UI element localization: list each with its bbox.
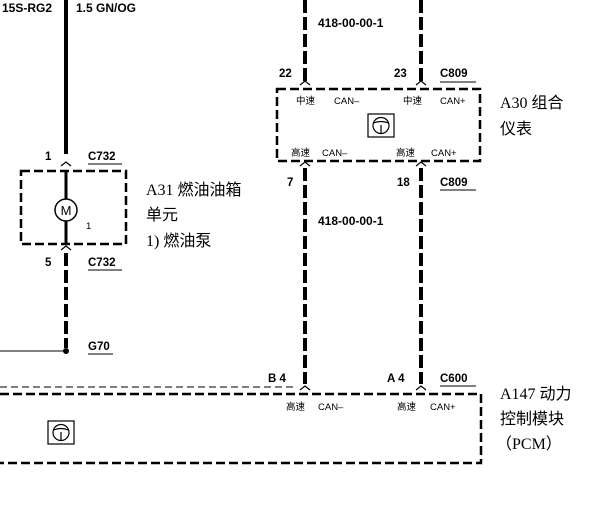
a147-label-left-can: CAN– [318, 402, 344, 413]
a30-pin-top-right: 23 [394, 68, 407, 80]
a31-name-line1: A31 燃油油箱 [146, 181, 242, 199]
a31-name-line2: 单元 [146, 206, 178, 224]
a30-label-bottom-left-speed: 高速 [291, 147, 311, 159]
module-a31: 1 C732 M 1 5 C732 A31 燃油油箱 单元 1) 燃油泵 [19, 151, 242, 271]
wire-group-label-lower: 418-00-00-1 [318, 214, 384, 228]
can-wires-upper: 418-00-00-1 [303, 0, 423, 83]
a147-pin-left: B 4 [268, 373, 287, 385]
can-wires-lower: 418-00-00-1 [303, 168, 423, 384]
motor-symbol: M [61, 203, 72, 218]
module-a30: 22 23 C809 中速 CAN– 中速 CAN+ 高速 CAN– 高速 CA… [275, 68, 564, 191]
ground-label: G70 [88, 341, 110, 353]
a31-name-line3: 1) 燃油泵 [146, 232, 211, 250]
a147-pin-right: A 4 [387, 373, 405, 385]
a31-pin-bottom: 5 [45, 257, 52, 269]
steering-wheel-icon [367, 113, 395, 138]
a30-label-top-right-can: CAN+ [440, 96, 466, 107]
a30-label-bottom-right-speed: 高速 [396, 147, 416, 159]
wire-color-label: 1.5 GN/OG [76, 1, 136, 15]
a31-pin-top: 1 [45, 151, 52, 163]
a147-module-box [0, 392, 483, 465]
a30-label-bottom-right-can: CAN+ [431, 148, 457, 159]
a30-label-top-left-speed: 中速 [296, 95, 316, 107]
a31-connector-top: C732 [88, 151, 116, 163]
a147-connector: C600 [440, 373, 468, 385]
wire-group-label-upper: 418-00-00-1 [318, 16, 384, 30]
a147-label-right-speed: 高速 [397, 401, 417, 413]
a30-connector-top: C809 [440, 68, 468, 80]
a147-label-left-speed: 高速 [286, 401, 306, 413]
a147-name-line3: （PCM） [496, 435, 562, 453]
a31-module-box [19, 169, 128, 246]
steering-wheel-icon [47, 420, 75, 445]
a30-label-top-left-can: CAN– [334, 96, 360, 107]
a147-name-line1: A147 动力 [500, 385, 572, 403]
a31-inner-mark: 1 [86, 221, 91, 232]
a147-name-line2: 控制模块 [500, 410, 564, 428]
a30-label-top-right-speed: 中速 [403, 95, 423, 107]
a30-pin-top-left: 22 [279, 68, 292, 80]
a30-module-box [275, 87, 482, 163]
a30-name-line2: 仪表 [500, 120, 532, 138]
wire-15s-rg2: 15S-RG2 1.5 GN/OG [2, 0, 136, 154]
a31-connector-bottom: C732 [88, 257, 116, 269]
a30-connector-bottom: C809 [440, 177, 468, 189]
a30-pin-bottom-left: 7 [287, 177, 293, 189]
motor-icon: M [54, 198, 78, 222]
a30-label-bottom-left-can: CAN– [322, 148, 348, 159]
ground-g70: G70 [0, 253, 113, 355]
a147-label-right-can: CAN+ [430, 402, 456, 413]
module-a147: B 4 A 4 C600 高速 CAN– 高速 CAN+ A147 动力 控制模… [0, 373, 572, 465]
a30-name-line1: A30 组合 [500, 94, 564, 112]
wire-circuit-label: 15S-RG2 [2, 1, 52, 15]
a30-pin-bottom-right: 18 [397, 177, 410, 189]
